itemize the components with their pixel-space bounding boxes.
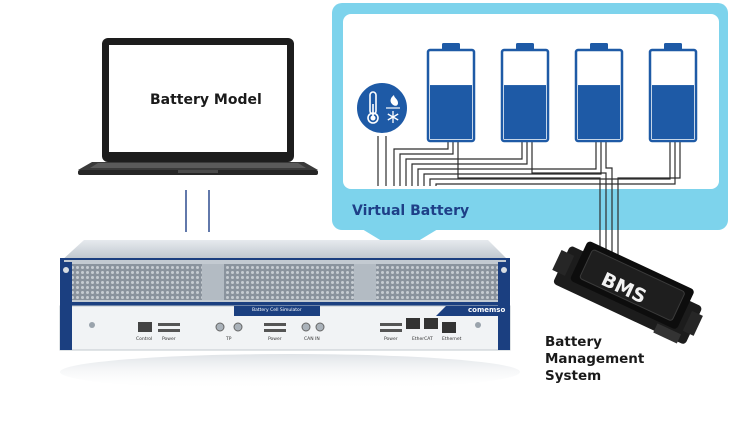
port-label: Power — [162, 337, 176, 342]
port-label: Power — [384, 337, 398, 342]
laptop-link — [185, 190, 210, 232]
port-label: TP — [226, 337, 232, 342]
battery-cell — [574, 43, 624, 143]
battery-charge-fill — [578, 85, 620, 139]
battery-cell — [500, 43, 550, 143]
battery-cell — [426, 43, 476, 143]
device-brand: comemso — [468, 306, 506, 314]
port-label: EtherCAT — [412, 337, 433, 342]
bms-caption-line: System — [545, 368, 602, 384]
bms-caption-line: Management — [545, 351, 645, 367]
sense-wires — [377, 136, 676, 186]
bms-caption-line: Battery — [545, 334, 602, 350]
battery-charge-fill — [430, 85, 472, 139]
bms-harness — [457, 141, 681, 262]
port-label: Power — [268, 337, 282, 342]
battery-charge-fill — [504, 85, 546, 139]
bms-unit — [552, 241, 703, 344]
device-front-label: Battery Cell Simulator — [252, 308, 302, 313]
battery-cell — [648, 43, 698, 143]
battery-cells — [426, 43, 698, 143]
virtual-battery-label: Virtual Battery — [352, 203, 470, 219]
laptop — [78, 38, 318, 175]
port-label: Ethernet — [442, 337, 462, 342]
port-label: Control — [136, 337, 153, 342]
battery-charge-fill — [652, 85, 694, 139]
port-label: CAN IN — [304, 337, 320, 342]
thermometer-flame-snowflake-icon — [355, 81, 409, 135]
laptop-screen-text: Battery Model — [150, 92, 262, 108]
battery-cell-simulator-device — [59, 240, 520, 390]
bms-caption: Battery Management System — [545, 334, 644, 385]
